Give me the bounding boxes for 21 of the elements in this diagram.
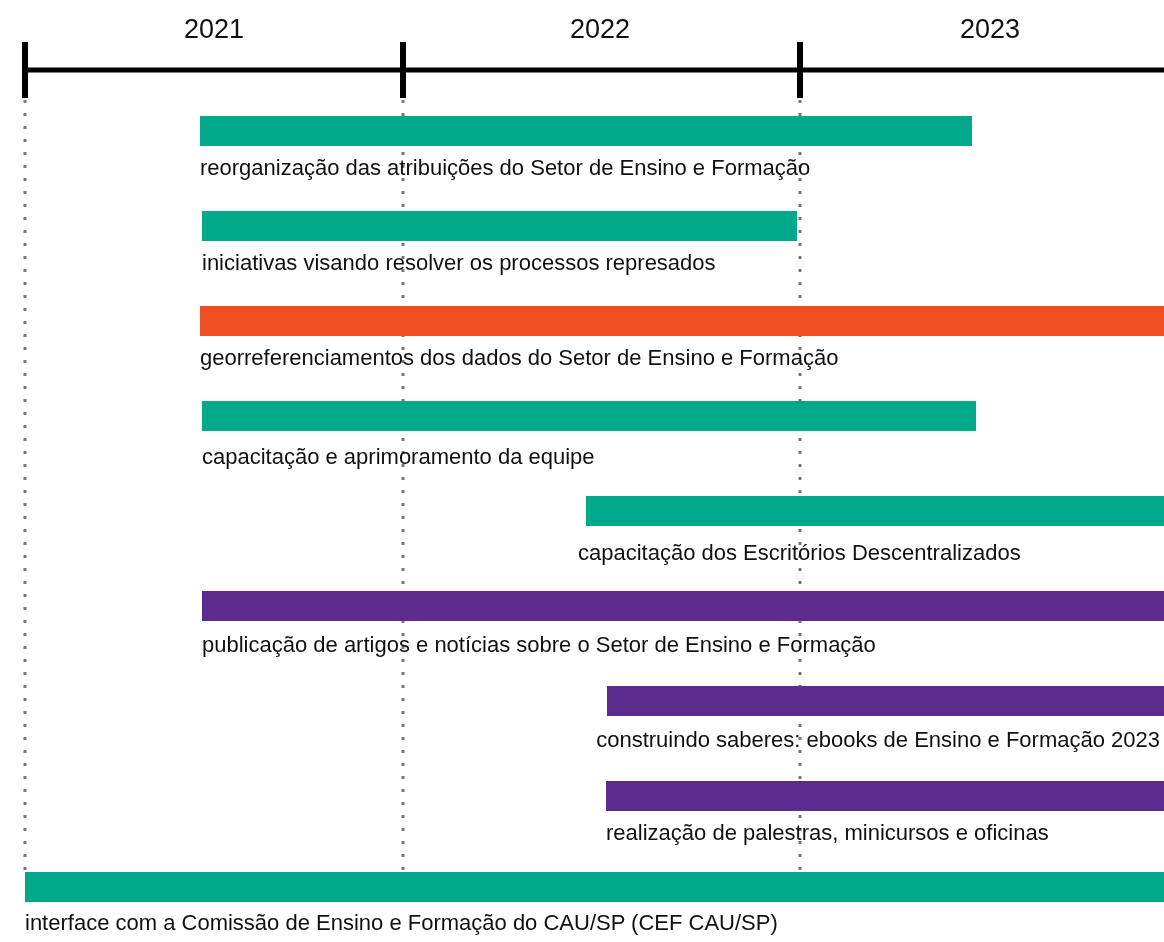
- task-label: capacitação e aprimoramento da equipe: [202, 444, 595, 470]
- task-label: reorganização das atribuições do Setor de Ensino e Formação: [200, 155, 811, 181]
- year-label: 2023: [960, 13, 1021, 46]
- gantt-bar: [25, 872, 1164, 902]
- year-label: 2022: [570, 13, 631, 46]
- year-label: 2021: [184, 13, 245, 46]
- task-label: realização de palestras, minicursos e oficinas: [606, 820, 1049, 846]
- task-label: iniciativas visando resolver os processos represados: [202, 250, 716, 276]
- gantt-bar: [607, 686, 1164, 716]
- task-label: publicação de artigos e notícias sobre o Setor de Ensino e Formação: [202, 632, 876, 658]
- gantt-bar: [586, 496, 1164, 526]
- task-label: georreferenciamentos dos dados do Setor de Ensino e Formação: [200, 345, 839, 371]
- gantt-bar: [606, 781, 1164, 811]
- task-label: capacitação dos Escritórios Descentralizados: [578, 540, 1021, 566]
- gantt-bar: [202, 401, 976, 431]
- task-label: interface com a Comissão de Ensino e Formação do CAU/SP (CEF CAU/SP): [25, 910, 778, 936]
- gantt-bar: [200, 306, 1164, 336]
- task-label: construindo saberes: ebooks de Ensino e Formação 2023: [596, 727, 1160, 753]
- gantt-bar: [200, 116, 972, 146]
- gantt-bar: [202, 591, 1164, 621]
- gantt-bar: [202, 211, 797, 241]
